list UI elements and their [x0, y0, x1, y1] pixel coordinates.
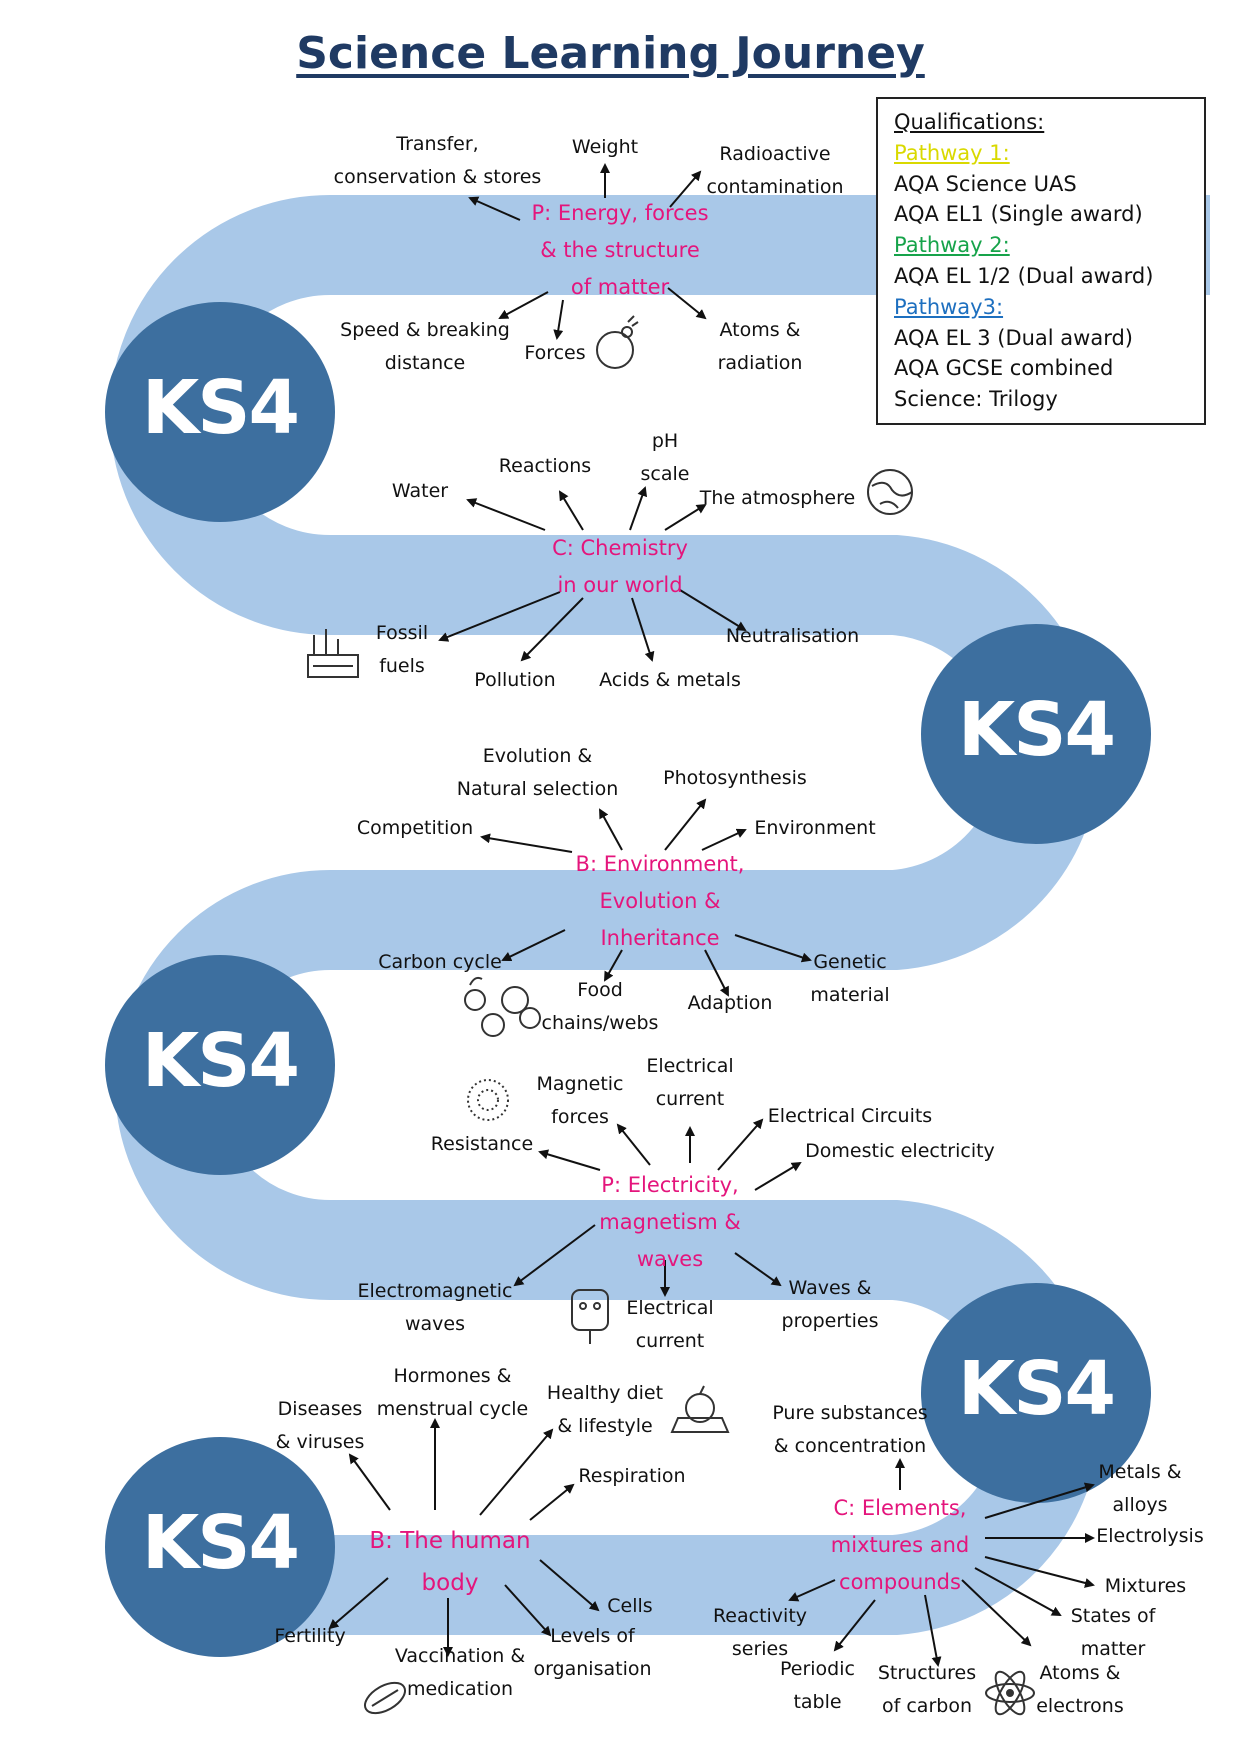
label-atoms-radiation: Atoms & radiation: [717, 319, 803, 374]
ks4-circle-3: [105, 955, 335, 1175]
label-adaption: Adaption: [687, 992, 773, 1014]
label-reactivity: Reactivity series: [712, 1605, 808, 1660]
pills-icon: [364, 1681, 406, 1715]
label-transfer: Transfer, conservation & stores: [333, 133, 542, 188]
label-photosynthesis: Photosynthesis: [663, 767, 807, 789]
label-fertility: Fertility: [274, 1625, 346, 1647]
label-periodic-table: Periodic table: [780, 1658, 855, 1713]
pathway-2-item: AQA EL 1/2 (Dual award): [894, 263, 1154, 288]
topic-energy: P: Energy, forces & the structure of mat…: [531, 201, 709, 299]
label-weight: Weight: [571, 136, 639, 158]
label-water: Water: [391, 480, 449, 502]
label-pollution: Pollution: [474, 669, 556, 691]
label-competition: Competition: [356, 817, 474, 839]
label-evolution: Evolution & Natural selection: [456, 745, 619, 800]
label-mixtures: Mixtures: [1104, 1575, 1187, 1597]
ks4-label-2: KS4: [957, 687, 1116, 773]
apple-scale-icon: [670, 1385, 730, 1433]
pathway-1-item: AQA Science UAS: [894, 171, 1077, 196]
factory-icon: [307, 629, 359, 678]
label-resistance: Resistance: [430, 1133, 534, 1155]
pathway-3-item: Science: Trilogy: [894, 387, 1058, 412]
label-fossil-fuels: Fossil fuels: [375, 622, 429, 677]
topic-elements: C: Elements, mixtures and compounds: [830, 1496, 970, 1594]
animals-icon: [464, 976, 541, 1037]
label-structures-carbon: Structures of carbon: [877, 1662, 977, 1717]
label-magnetic-forces: Magnetic forces: [536, 1073, 624, 1128]
label-em-waves: Electromagnetic waves: [357, 1280, 513, 1335]
pathway-1-item: AQA EL1 (Single award): [894, 202, 1143, 227]
atom-icon: [985, 1670, 1035, 1716]
magnet-field-icon: [467, 1079, 509, 1121]
label-carbon-cycle: Carbon cycle: [378, 951, 502, 973]
label-acids-metals: Acids & metals: [599, 669, 741, 691]
ks4-label-4: KS4: [957, 1346, 1116, 1432]
label-pure-substances: Pure substances & concentration: [772, 1402, 928, 1457]
label-environment: Environment: [754, 817, 876, 839]
label-reactions: Reactions: [498, 455, 592, 477]
ks4-circle-1: [105, 302, 335, 522]
label-atmosphere: The atmosphere: [699, 487, 856, 509]
ks4-label-3: KS4: [141, 1018, 300, 1104]
topic-environment: B: Environment, Evolution & Inheritance: [575, 852, 745, 950]
label-electrolysis: Electrolysis: [1096, 1525, 1204, 1547]
label-electrical-circuits: Electrical Circuits: [767, 1105, 933, 1127]
ks4-label-1: KS4: [141, 365, 300, 451]
plug-icon: [571, 1289, 609, 1344]
label-hormones: Hormones & menstrual cycle: [376, 1365, 529, 1420]
label-food-chains: Food chains/webs: [541, 979, 659, 1034]
label-vaccination: Vaccination & medication: [394, 1645, 526, 1700]
label-ph-scale: pH scale: [640, 430, 690, 485]
pathway-2-heading: Pathway 2:: [894, 233, 1010, 258]
arrows: [328, 163, 1095, 1667]
label-neutralisation: Neutralisation: [725, 625, 860, 647]
pathway-3-heading: Pathway3:: [894, 294, 1004, 319]
label-electrical-current-bottom: Electrical current: [626, 1297, 714, 1352]
label-states-of-matter: States of matter: [1070, 1605, 1156, 1660]
label-healthy-diet: Healthy diet & lifestyle: [546, 1382, 664, 1437]
ks4-label-5: KS4: [141, 1500, 300, 1586]
label-cells: Cells: [607, 1595, 653, 1617]
label-metals-alloys: Metals & alloys: [1098, 1461, 1182, 1516]
label-levels: Levels of organisation: [533, 1625, 652, 1680]
label-forces: Forces: [524, 342, 586, 364]
label-genetic: Genetic material: [810, 951, 890, 1006]
ks4-circle-5: [105, 1437, 335, 1657]
topic-chemistry: C: Chemistry in our world: [552, 536, 688, 597]
globe-icon: [867, 469, 913, 515]
label-respiration: Respiration: [578, 1465, 686, 1487]
label-radioactive: Radioactive contamination: [706, 143, 844, 198]
ks4-circle-2: [921, 624, 1151, 844]
label-speed: Speed & breaking distance: [340, 319, 510, 374]
label-domestic-electricity: Domestic electricity: [805, 1140, 995, 1162]
label-atoms-electrons: Atoms & electrons: [1036, 1662, 1124, 1717]
label-electrical-current-top: Electrical current: [646, 1055, 734, 1110]
topic-electricity: P: Electricity, magnetism & waves: [599, 1173, 741, 1271]
juggling-balls-icon: [596, 315, 639, 369]
pathway-1-heading: Pathway 1:: [894, 140, 1010, 165]
pathway-3-item: AQA GCSE combined: [894, 356, 1114, 381]
topic-human-body: B: The human body: [369, 1528, 531, 1596]
ks4-circle-4: [921, 1283, 1151, 1503]
qualifications-heading: Qualifications:: [894, 110, 1045, 134]
pathway-3-item: AQA EL 3 (Dual award): [894, 325, 1133, 350]
label-waves-properties: Waves & properties: [781, 1277, 879, 1332]
page-title: Science Learning Journey: [296, 28, 925, 79]
label-diseases: Diseases & viruses: [275, 1398, 365, 1453]
qualifications-box: Qualifications: Pathway 1: AQA Science U…: [876, 97, 1206, 425]
